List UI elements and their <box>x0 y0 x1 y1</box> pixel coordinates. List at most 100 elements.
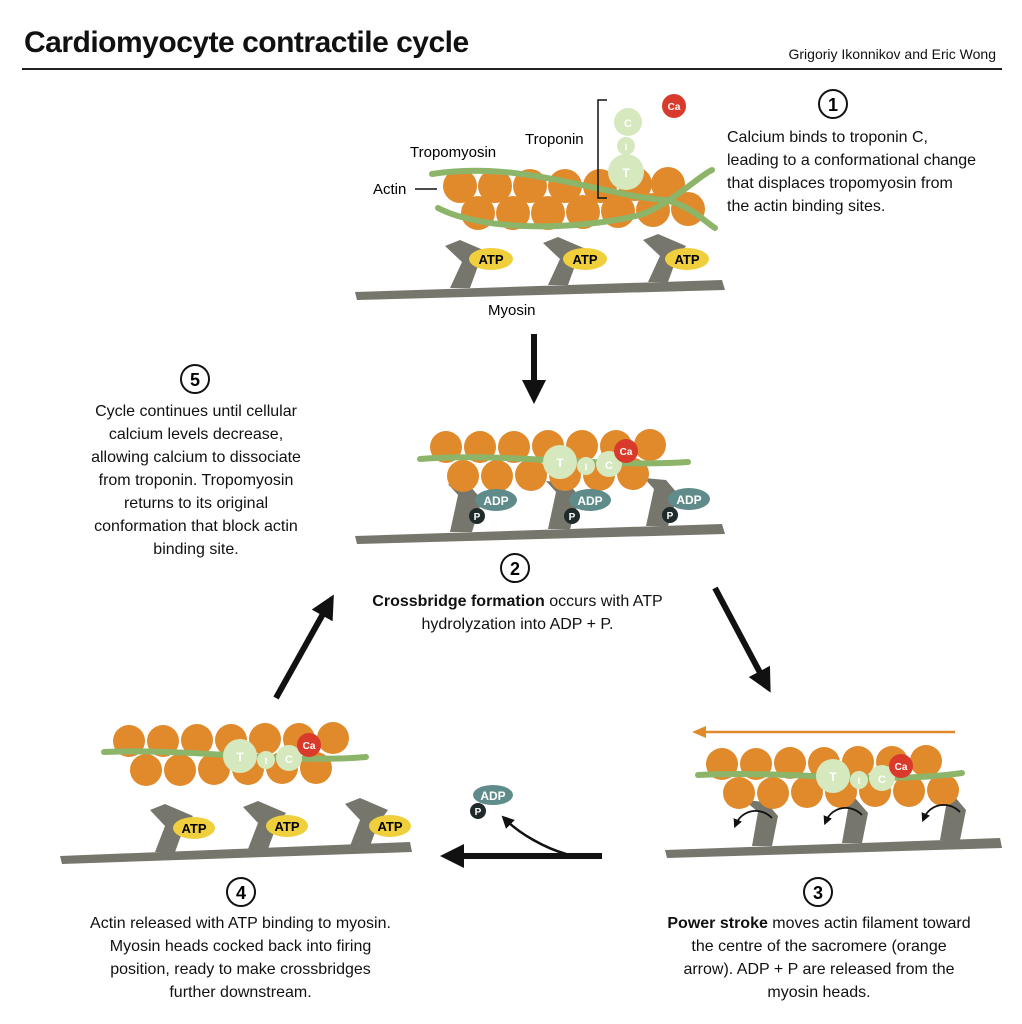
step-number-1: 1 <box>818 89 848 119</box>
atp-molecule: ATP <box>469 248 513 270</box>
troponin-complex: T I C <box>816 759 895 793</box>
myosin-head <box>834 797 868 843</box>
actin-label: Actin <box>373 181 406 198</box>
myosin-filament <box>60 798 412 864</box>
stage-4-diagram: ATP ATP ATP T I C Ca <box>60 722 412 864</box>
stage-3-diagram: T I C Ca <box>665 726 1002 858</box>
myosin-head <box>345 798 388 846</box>
step-1-text: Calcium binds to troponin C, leading to … <box>727 129 977 215</box>
step-3-text: moves actin filament toward the centre o… <box>683 915 971 1001</box>
svg-text:4: 4 <box>236 883 246 903</box>
svg-text:T: T <box>236 750 244 764</box>
head-rotation-arrow <box>733 804 961 829</box>
svg-text:I: I <box>625 142 628 152</box>
troponin-bracket <box>597 99 607 199</box>
svg-text:ATP: ATP <box>181 821 206 836</box>
svg-text:5: 5 <box>190 370 200 390</box>
adp-molecule: ADP <box>569 489 611 511</box>
calcium-ion: Ca <box>889 754 913 778</box>
svg-text:ADP: ADP <box>483 494 508 508</box>
step-number-5: 5 <box>180 364 210 394</box>
phosphate-molecule: P <box>564 508 580 524</box>
svg-text:T: T <box>556 456 564 470</box>
step-number-4: 4 <box>226 877 256 907</box>
power-stroke-arrowhead <box>692 726 706 738</box>
svg-text:1: 1 <box>828 95 838 115</box>
svg-text:ATP: ATP <box>674 252 699 267</box>
phosphate-molecule: P <box>662 507 678 523</box>
calcium-ion: Ca <box>297 733 321 757</box>
svg-text:C: C <box>878 774 886 786</box>
svg-text:ATP: ATP <box>478 252 503 267</box>
released-adp-molecule: ADP <box>473 785 513 805</box>
atp-molecule: ATP <box>369 815 411 837</box>
stage-1-diagram: ATP ATP ATP C I <box>355 94 725 319</box>
step-5-text: Cycle continues until cellular calcium l… <box>91 403 301 558</box>
troponin-complex: T I C <box>223 739 302 773</box>
myosin-head <box>150 804 193 852</box>
tropomyosin-label: Tropomyosin <box>410 144 496 161</box>
svg-text:ATP: ATP <box>274 819 299 834</box>
svg-text:C: C <box>285 754 293 766</box>
atp-molecule: ATP <box>665 248 709 270</box>
step-2-text: occurs with ATP hydrolyzation into ADP +… <box>421 593 663 633</box>
troponin-complex: T I C <box>543 445 622 479</box>
svg-text:ADP: ADP <box>577 494 602 508</box>
svg-text:I: I <box>858 776 861 786</box>
svg-text:T: T <box>622 166 630 180</box>
phosphate-molecule: P <box>469 508 485 524</box>
release-arrow <box>501 815 567 856</box>
step-2-bold: Crossbridge formation <box>372 593 545 610</box>
svg-text:ATP: ATP <box>377 819 402 834</box>
atp-molecule: ATP <box>266 815 308 837</box>
svg-text:Ca: Ca <box>620 447 633 458</box>
adp-molecule: ADP <box>668 488 710 510</box>
step-number-2: 2 <box>500 553 530 583</box>
cycle-arrows <box>273 334 771 868</box>
svg-text:P: P <box>475 807 482 818</box>
calcium-ion: Ca <box>662 94 686 118</box>
svg-text:ATP: ATP <box>572 252 597 267</box>
myosin-head <box>744 800 778 846</box>
title-divider <box>22 68 1002 70</box>
tropomyosin-strand <box>429 167 718 231</box>
svg-text:C: C <box>624 118 632 130</box>
calcium-ion: Ca <box>614 439 638 463</box>
step-1-description: Calcium binds to troponin C, leading to … <box>727 126 977 218</box>
svg-text:3: 3 <box>813 883 823 903</box>
myosin-head <box>243 801 286 849</box>
atp-molecule: ATP <box>563 248 607 270</box>
step-5-description: Cycle continues until cellular calcium l… <box>80 400 312 561</box>
svg-text:Ca: Ca <box>668 102 681 113</box>
myosin-filament <box>355 234 725 300</box>
svg-text:I: I <box>585 462 588 472</box>
svg-text:P: P <box>474 512 481 523</box>
svg-text:P: P <box>667 511 674 522</box>
troponin-label: Troponin <box>525 131 584 148</box>
svg-text:T: T <box>829 770 837 784</box>
arrow-4-to-5 <box>273 594 334 700</box>
svg-text:ADP: ADP <box>480 789 505 803</box>
svg-text:Ca: Ca <box>303 741 316 752</box>
step-3-description: Power stroke moves actin filament toward… <box>666 912 972 1004</box>
released-phosphate-molecule: P <box>470 803 486 819</box>
myosin-head <box>932 794 966 840</box>
myosin-filament <box>665 794 1002 858</box>
troponin-complex: C I T <box>608 108 644 190</box>
svg-text:P: P <box>569 512 576 523</box>
adp-molecule: ADP <box>475 489 517 511</box>
svg-text:Ca: Ca <box>895 762 908 773</box>
arrow-2-to-3 <box>712 586 771 693</box>
svg-text:ADP: ADP <box>676 493 701 507</box>
myosin-head <box>643 234 686 282</box>
page-title: Cardiomyocyte contractile cycle <box>24 26 469 59</box>
atp-molecule: ATP <box>173 817 215 839</box>
step-4-text: Actin released with ATP binding to myosi… <box>90 915 391 1001</box>
step-number-3: 3 <box>803 877 833 907</box>
svg-text:C: C <box>605 460 613 472</box>
myosin-label: Myosin <box>488 302 536 319</box>
svg-text:2: 2 <box>510 559 520 579</box>
authors: Grigoriy Ikonnikov and Eric Wong <box>788 46 997 62</box>
step-2-description: Crossbridge formation occurs with ATP hy… <box>345 590 690 636</box>
